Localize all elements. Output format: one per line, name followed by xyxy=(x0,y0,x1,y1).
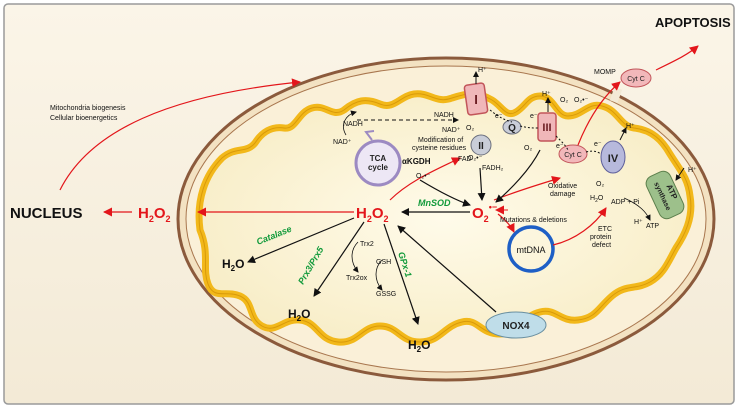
nucleus-label: NUCLEUS xyxy=(10,205,83,222)
tca-label-1: TCA xyxy=(370,154,387,163)
arrow-gsh-curve xyxy=(375,259,383,291)
arrow-catalase xyxy=(247,217,355,264)
electron-3: e⁻ xyxy=(556,143,564,150)
arrow-nox4-h2o2 xyxy=(397,225,497,313)
tca-cycle xyxy=(354,139,402,187)
hplus-c3: H⁺ xyxy=(542,91,551,98)
c3-o2: O₂ xyxy=(524,145,532,152)
complex-2-label: II xyxy=(478,141,484,152)
arrow-mtdna-etc xyxy=(552,207,607,246)
h2o-c4: H2O xyxy=(590,195,604,204)
electron-path xyxy=(489,109,602,155)
q-label: Q xyxy=(508,123,516,134)
etc-defect-3: defect xyxy=(592,242,611,249)
tca-label-2: cycle xyxy=(368,163,389,172)
trx2ox-label: Trx2ox xyxy=(346,275,368,282)
apoptosis-label: APOPTOSIS xyxy=(655,15,731,30)
nad-left: NAD⁺ xyxy=(333,139,352,146)
cytc-membrane-label: Cyt C xyxy=(564,152,582,159)
biogenesis-label: Mitochondria biogenesis xyxy=(50,105,126,112)
c3-o2-top: O₂ xyxy=(560,97,568,104)
oxidative-1: Oxidative xyxy=(548,183,577,190)
akgdh-label: αKGDH xyxy=(402,157,431,166)
c4-o2: O₂ xyxy=(596,181,604,188)
atp-label: ATP xyxy=(646,223,659,230)
arrow-o2-mtdna xyxy=(497,213,515,233)
fadh2-label: FADH₂ xyxy=(482,165,504,172)
modification-1: Modification of xyxy=(418,137,463,144)
h2o2-inside: H2O2 xyxy=(356,205,389,224)
cytc-released-label: Cyt C xyxy=(627,76,645,83)
coenzyme-q xyxy=(502,119,522,135)
arrow-cytc-release xyxy=(577,81,621,146)
etc-defect-1: ETC xyxy=(598,226,612,233)
mtdna-circle xyxy=(507,225,555,273)
arrow-hplus-atp xyxy=(675,167,685,181)
electron-4: e⁻ xyxy=(594,141,602,148)
arrow-akgdh-o2 xyxy=(419,179,471,207)
nadh-left: NADH xyxy=(343,121,363,128)
complex-3 xyxy=(537,112,557,142)
cytc-released xyxy=(620,68,652,88)
superoxide: O2•− xyxy=(472,202,497,224)
arrow-hplus-c4 xyxy=(619,127,627,141)
electron-2: e⁻ xyxy=(530,113,538,120)
arrow-adp-atp xyxy=(623,197,651,221)
arrow-gpx xyxy=(383,223,420,325)
cytc-membrane xyxy=(558,144,588,164)
complex-4-label: IV xyxy=(608,153,619,165)
mnsod-label: MnSOD xyxy=(418,198,451,208)
hplus-c4: H⁺ xyxy=(626,123,635,130)
gssg-label: GSSG xyxy=(376,291,396,298)
water-3: H2O xyxy=(408,338,430,354)
complex-4 xyxy=(600,140,626,174)
complex-3-label: III xyxy=(542,122,551,134)
oxidative-2: damage xyxy=(550,191,575,198)
akgdh-o2-radical: O₂•⁻ xyxy=(416,173,431,180)
h2o2-outside: H2O2 xyxy=(138,205,171,224)
complex-1 xyxy=(463,82,489,116)
water-2: H2O xyxy=(288,307,310,323)
c1-o2: O₂ xyxy=(466,125,474,132)
hplus-atp-top: H⁺ xyxy=(688,167,697,174)
arrow-nucleus-biogenesis xyxy=(59,78,301,191)
complex-2 xyxy=(470,134,492,156)
arrow-nad-curve xyxy=(343,110,357,136)
fad-label: FAD xyxy=(458,156,472,163)
complex-1-label: I xyxy=(474,92,478,107)
tca-arrow-icon xyxy=(364,130,375,141)
arrow-c3-o2 xyxy=(495,149,541,203)
momp-pore xyxy=(609,87,623,103)
momp-label: MOMP xyxy=(594,69,616,76)
nadh-right: NADH xyxy=(434,112,454,119)
mutations-label: Mutations & deletions xyxy=(500,217,567,224)
c3-o2-radical-top: O₂•⁻ xyxy=(574,97,589,104)
bioenergetics-label: Cellular bioenergetics xyxy=(50,115,118,122)
arrow-h2o2-modification xyxy=(389,157,461,201)
atp-synthase xyxy=(645,170,685,220)
water-1: H2O xyxy=(222,257,244,273)
etc-defect-2: protein xyxy=(590,234,612,241)
mtdna-label: mtDNA xyxy=(517,245,546,255)
adp-pi-label: ADP + Pi xyxy=(611,199,640,206)
trx2-label: Trx2 xyxy=(360,241,374,248)
modification-2: cysteine residues xyxy=(412,145,467,152)
nad-right: NAD⁺ xyxy=(442,127,461,134)
hplus-c1: H⁺ xyxy=(478,67,487,74)
arrow-trx-curve xyxy=(351,241,359,273)
hplus-atp-bottom: H⁺ xyxy=(634,219,643,226)
arrow-c1-o2 xyxy=(477,167,486,201)
arrow-prx xyxy=(313,221,365,297)
nox4-enzyme xyxy=(485,311,547,339)
arrow-cytc-apoptosis xyxy=(655,45,699,71)
c1-o2-radical: O₂•⁻ xyxy=(468,155,483,162)
gsh-label: GSH xyxy=(376,259,391,266)
electron-1: e⁻ xyxy=(495,113,503,120)
nox4-label: NOX4 xyxy=(502,321,530,332)
